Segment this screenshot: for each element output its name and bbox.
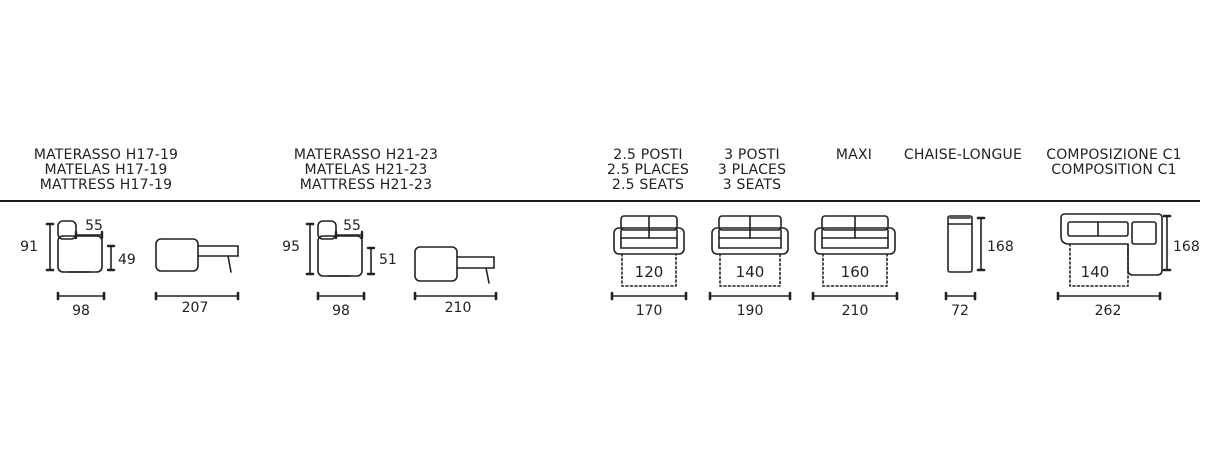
h17-seat-block [57,235,103,273]
h17-bed-body [155,238,199,272]
sofa-3-width-label: 190 [737,303,764,319]
header-3-posti: 3 POSTI 3 PLACES 3 SEATS [704,148,800,193]
header-line: MATERASSO H17-19 [33,147,179,163]
sofa-2-5-width-dimension [610,291,688,301]
sofa-maxi-mattress-label: 160 [841,263,870,281]
sofa-2-5-mattress-outline [621,253,677,287]
header-maxi: MAXI [822,148,886,163]
sofa-maxi-width-label: 210 [842,303,869,319]
header-line: 2.5 POSTI [613,147,683,163]
chaise-longue-body [947,215,973,273]
header-materasso-h17: MATERASSO H17-19 MATELAS H17-19 MATTRESS… [20,148,192,193]
c1-mattress-outline [1069,243,1129,287]
h21-depth-label: 98 [332,303,350,319]
h21-bed-leg [485,267,490,284]
chaise-longue-width-dimension [944,291,977,301]
h21-height-dimension [305,222,315,276]
header-line: MATTRESS H17-19 [39,177,173,193]
composition-c1-drawing [1060,213,1163,287]
h17-depth-label: 98 [72,303,90,319]
h21-open-length-dimension [413,291,498,301]
chaise-longue-depth-label: 168 [987,239,1014,255]
c1-chaise-cushion [1131,221,1157,245]
h17-seat-height-label: 49 [118,252,136,268]
h21-backrest [317,220,337,240]
h21-seat-depth-label: 55 [343,218,361,234]
header-line: 2.5 SEATS [611,177,685,193]
header-composizione-c1: COMPOSIZIONE C1 COMPOSITION C1 [1036,148,1192,178]
header-line: MATTRESS H21-23 [299,177,433,193]
header-divider [0,200,1200,202]
header-line: CHAISE-LONGUE [903,147,1023,163]
sofa-3-mattress-label: 140 [736,263,765,281]
h21-seat-depth-dimension [334,230,364,240]
header-line: COMPOSITION C1 [1051,162,1177,178]
sofa-maxi-drawing [814,215,896,287]
sofa-2-5-drawing [613,215,685,287]
h17-seat-depth-dimension [74,230,104,240]
h21-side-view-drawing [317,220,363,277]
h21-seat-block [317,235,363,277]
c1-width-label: 262 [1095,303,1122,319]
sofa-3-drawing [711,215,789,287]
sofa-3-mattress-outline [719,253,781,287]
header-line: 3 PLACES [717,162,787,178]
h21-seat-height-label: 51 [379,252,397,268]
header-materasso-h21: MATERASSO H21-23 MATELAS H21-23 MATTRESS… [280,148,452,193]
sofa-maxi-width-dimension [811,291,899,301]
header-line: MATELAS H17-19 [44,162,168,178]
h21-open-bed-drawing [414,246,495,284]
header-line: MAXI [835,147,873,163]
h21-height-label: 95 [282,239,300,255]
sofa-2-5-width-label: 170 [636,303,663,319]
h21-bed-body [414,246,458,282]
h17-height-dimension [45,222,55,272]
c1-depth-dimension [1162,214,1172,272]
c1-mattress-label: 140 [1081,263,1110,281]
h17-open-length-label: 207 [182,300,209,316]
chaise-longue-width-label: 72 [951,303,969,319]
header-line: COMPOSIZIONE C1 [1046,147,1182,163]
chaise-longue-depth-dimension [976,216,986,272]
h17-seat-height-dimension [106,244,116,272]
h17-open-bed-drawing [155,238,239,273]
h17-bed-leg [227,255,232,273]
h17-open-length-dimension [154,291,240,301]
chaise-longue-drawing [947,215,973,273]
sofa-2-5-mattress-label: 120 [635,263,664,281]
header-chaise-longue: CHAISE-LONGUE [894,148,1032,163]
h17-height-label: 91 [20,239,38,255]
header-line: 3 SEATS [722,177,782,193]
h17-depth-dimension [56,291,106,301]
c1-outline [1060,213,1163,276]
h17-seat-depth-label: 55 [85,218,103,234]
h21-seat-height-dimension [366,246,376,276]
h17-backrest [57,220,77,240]
sofa-3-width-dimension [708,291,792,301]
c1-width-dimension [1056,291,1162,301]
h21-depth-dimension [316,291,366,301]
sofa-maxi-mattress-outline [822,253,888,287]
header-2-5-posti: 2.5 POSTI 2.5 PLACES 2.5 SEATS [596,148,700,193]
header-line: 3 POSTI [724,147,780,163]
header-line: MATELAS H21-23 [304,162,428,178]
c1-depth-label: 168 [1173,239,1200,255]
header-line: 2.5 PLACES [606,162,690,178]
h21-open-length-label: 210 [445,300,472,316]
header-line: MATERASSO H21-23 [293,147,439,163]
h17-side-view-drawing [57,220,103,273]
